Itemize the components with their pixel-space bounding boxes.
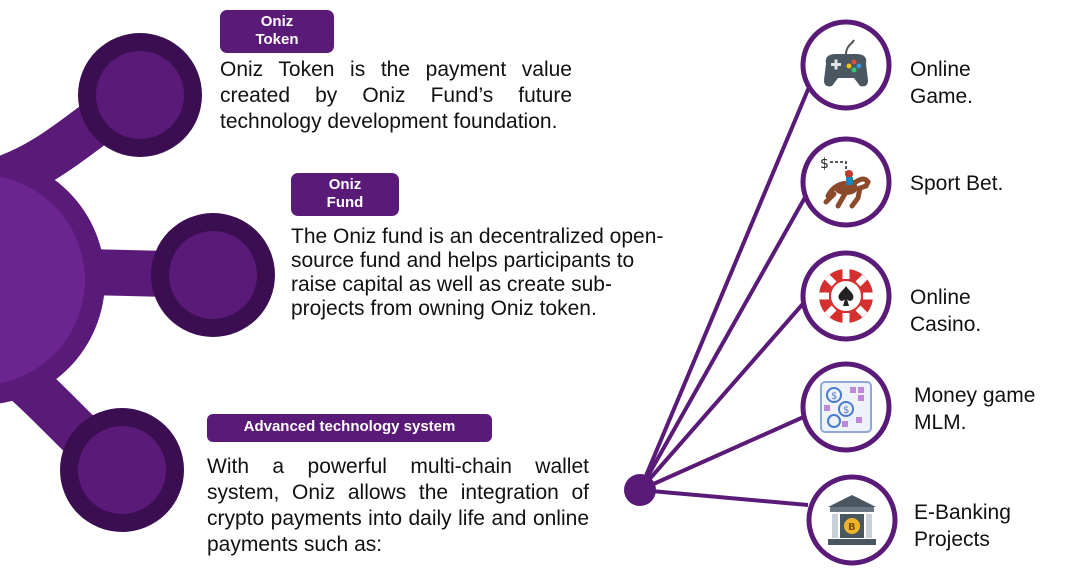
bank-icon: B xyxy=(828,495,876,545)
connector-hub xyxy=(624,474,656,506)
oniz-token-description: Oniz Token is the payment value created … xyxy=(220,58,572,133)
hub-inner xyxy=(0,176,85,384)
badge-line-1: Advanced technology system xyxy=(243,418,456,435)
badge-oniz-fund: Oniz Fund xyxy=(291,173,399,216)
horse-racing-icon: $ xyxy=(820,156,871,209)
casino-chip-icon xyxy=(819,269,873,323)
badge-line-1: Oniz xyxy=(260,13,294,30)
use-label-sport-bet: Sport Bet. xyxy=(910,172,1004,195)
svg-text:$: $ xyxy=(843,405,849,416)
oniz-fund-description: The Oniz fund is an decentralized open-s… xyxy=(291,225,664,320)
gamepad-icon xyxy=(824,39,868,87)
badge-oniz-token: Oniz Token xyxy=(220,10,334,53)
svg-text:$: $ xyxy=(831,391,837,402)
advanced-technology-description: With a powerful multi-chain wallet syste… xyxy=(207,455,589,556)
badge-line-1: Oniz xyxy=(328,176,362,193)
node-top-inner xyxy=(96,51,184,139)
svg-text:$: $ xyxy=(820,156,829,172)
badge-line-2: Token xyxy=(255,31,299,48)
badge-advanced-technology: Advanced technology system xyxy=(207,414,492,442)
badge-line-2: Fund xyxy=(326,194,364,211)
node-middle-inner xyxy=(169,231,257,319)
node-bottom-inner xyxy=(78,426,166,514)
money-network-icon: $ $ xyxy=(820,381,872,433)
svg-text:B: B xyxy=(848,522,856,533)
connector-lines xyxy=(638,79,814,507)
